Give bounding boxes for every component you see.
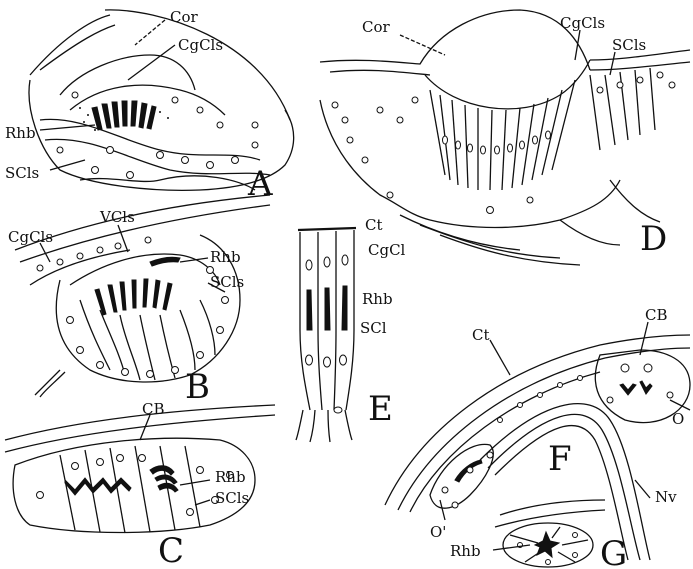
panel-d-letter: D [640, 219, 667, 259]
panel-g-label-rhb: Rhb [450, 542, 481, 560]
panel-c-rhabdoms [65, 466, 178, 495]
panel-d-label-cgcls: CgCls [560, 14, 605, 32]
panel-b-label-cgcls: CgCls [8, 228, 53, 246]
panel-d-cornea-top [320, 10, 590, 70]
panel-f-label-o-prime: O' [430, 523, 446, 541]
panel-c-label-cb: CB [142, 400, 165, 418]
panel-a-label-rhb: Rhb [5, 124, 36, 142]
panel-g-letter: G [600, 534, 627, 569]
panel-a-letter: A [247, 164, 273, 204]
panel-e-label-cgcl: CgCl [368, 241, 406, 259]
panel-d-nuclei [332, 72, 675, 214]
panel-a-label-cor: Cor [170, 8, 199, 26]
panel-b-label-vcls: VCls [99, 208, 135, 226]
panel-f-cb-nucleus [621, 364, 629, 372]
panel-f-label-o: O [672, 410, 684, 428]
panel-f-label-cb: CB [645, 306, 668, 324]
panel-b-letter: B [185, 367, 210, 407]
panel-e-label-rhb: Rhb [362, 290, 393, 308]
panel-a: Cor CgCls Rhb SCls A [5, 8, 294, 204]
panel-d-label-scls: SCls [612, 36, 646, 54]
panel-b: CgCls VCls Rhb SCls B [8, 195, 270, 407]
panel-f-letter: F [548, 439, 572, 479]
panel-b-label-scls: SCls [210, 273, 244, 291]
panel-d-lens [425, 60, 590, 109]
panel-b-cuticle [15, 195, 270, 250]
panel-c-letter: C [158, 531, 184, 569]
panel-c-cuticle [5, 405, 275, 440]
panel-g: Rhb G [450, 500, 627, 569]
panel-d-label-cor: Cor [362, 18, 391, 36]
panel-c-label-scls: SCls [215, 489, 249, 507]
panel-f-label-nv: Nv [655, 488, 677, 506]
panel-e-nuclei [306, 255, 349, 413]
panel-b-corneagen-cells [37, 237, 151, 271]
panel-f: Ct CB O O' Nv F [385, 306, 690, 560]
panel-a-label-cgcls: CgCls [178, 36, 223, 54]
panel-e-letter: E [368, 389, 393, 429]
panel-c-label-rhb: Rhb [215, 468, 246, 486]
panel-a-nuclei [57, 92, 258, 179]
panel-e-label-ct: Ct [365, 216, 383, 234]
panel-e-rhabdoms [307, 286, 347, 330]
panel-e-label-scl: SCl [360, 319, 387, 337]
panel-c: CB Rhb SCls C [5, 400, 275, 569]
panel-e-cuticle [298, 228, 356, 230]
panel-f-label-ct: Ct [472, 326, 490, 344]
panel-a-label-scls: SCls [5, 164, 39, 182]
panel-d-outline [320, 100, 620, 228]
panel-a-rhabdoms [92, 101, 156, 130]
panel-b-label-rhb: Rhb [210, 248, 241, 266]
panel-e: Ct CgCl Rhb SCl E [296, 216, 406, 442]
